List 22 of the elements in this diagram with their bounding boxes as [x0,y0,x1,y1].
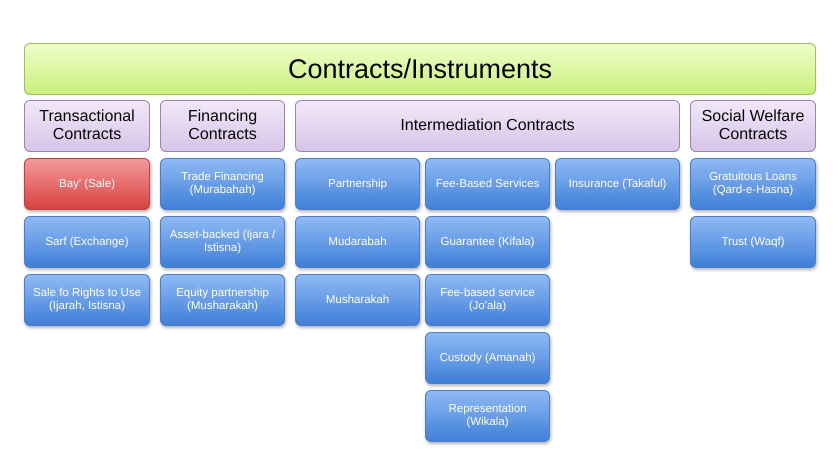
contract-box: Fee-Based Services [425,158,550,210]
contract-box: Equity partnership (Musharakah) [160,274,285,326]
contract-box: Sarf (Exchange) [24,216,150,268]
contract-box: Representation (Wikala) [425,390,550,442]
contract-box: Mudarabah [295,216,420,268]
contract-box: Asset-backed (Ijara / Istisna) [160,216,285,268]
contract-box: Musharakah [295,274,420,326]
contract-box: Fee-based service (Jo'ala) [425,274,550,326]
contract-box: Custody (Amanah) [425,332,550,384]
contract-box: Trust (Waqf) [690,216,816,268]
category-box: Intermediation Contracts [295,100,680,152]
contract-box: Trade Financing (Murabahah) [160,158,285,210]
category-box: Transactional Contracts [24,100,150,152]
category-banner: Contracts/Instruments [24,43,816,95]
contract-box: Guarantee (Kifala) [425,216,550,268]
contract-box: Bay' (Sale) [24,158,150,210]
category-box: Financing Contracts [160,100,285,152]
contract-box: Gratuitous Loans (Qard-e-Hasna) [690,158,816,210]
category-box: Social Welfare Contracts [690,100,816,152]
contract-box: Insurance (Takaful) [555,158,680,210]
contract-box: Sale fo Rights to Use (Ijarah, Istisna) [24,274,150,326]
contract-box: Partnership [295,158,420,210]
